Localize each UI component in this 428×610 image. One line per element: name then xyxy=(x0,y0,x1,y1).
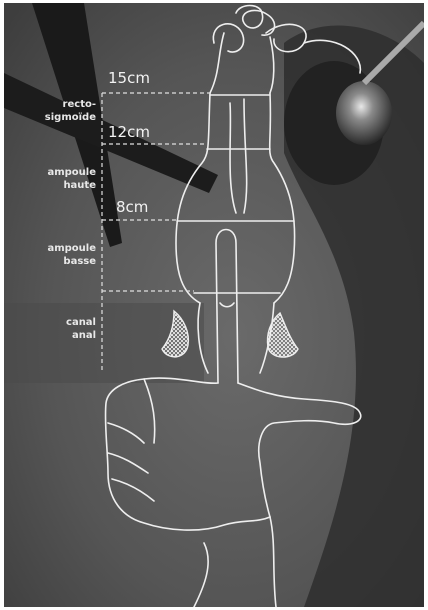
measurement-15cm: 15cm xyxy=(108,69,150,87)
measurement-8cm: 8cm xyxy=(116,198,148,216)
measurement-12cm: 12cm xyxy=(108,123,150,141)
region-label-ampoule-haute-line1: ampoule xyxy=(47,167,96,178)
region-label-ampoule-basse-line1: ampoule xyxy=(47,243,96,254)
anatomy-diagram: 15cm 12cm 8cm recto- sigmoïde ampoule ha… xyxy=(4,3,424,607)
region-label-ampoule-haute-line2: haute xyxy=(63,180,96,191)
spoon-bowl xyxy=(336,81,392,145)
region-label-canal-line1: canal xyxy=(66,317,96,328)
region-label-recto-line1: recto- xyxy=(63,99,96,110)
region-label-canal-line2: anal xyxy=(72,330,96,341)
region-label-ampoule-basse-line2: basse xyxy=(63,256,96,267)
diagram-canvas: 15cm 12cm 8cm recto- sigmoïde ampoule ha… xyxy=(4,3,424,607)
region-label-recto-line2: sigmoïde xyxy=(45,112,96,123)
